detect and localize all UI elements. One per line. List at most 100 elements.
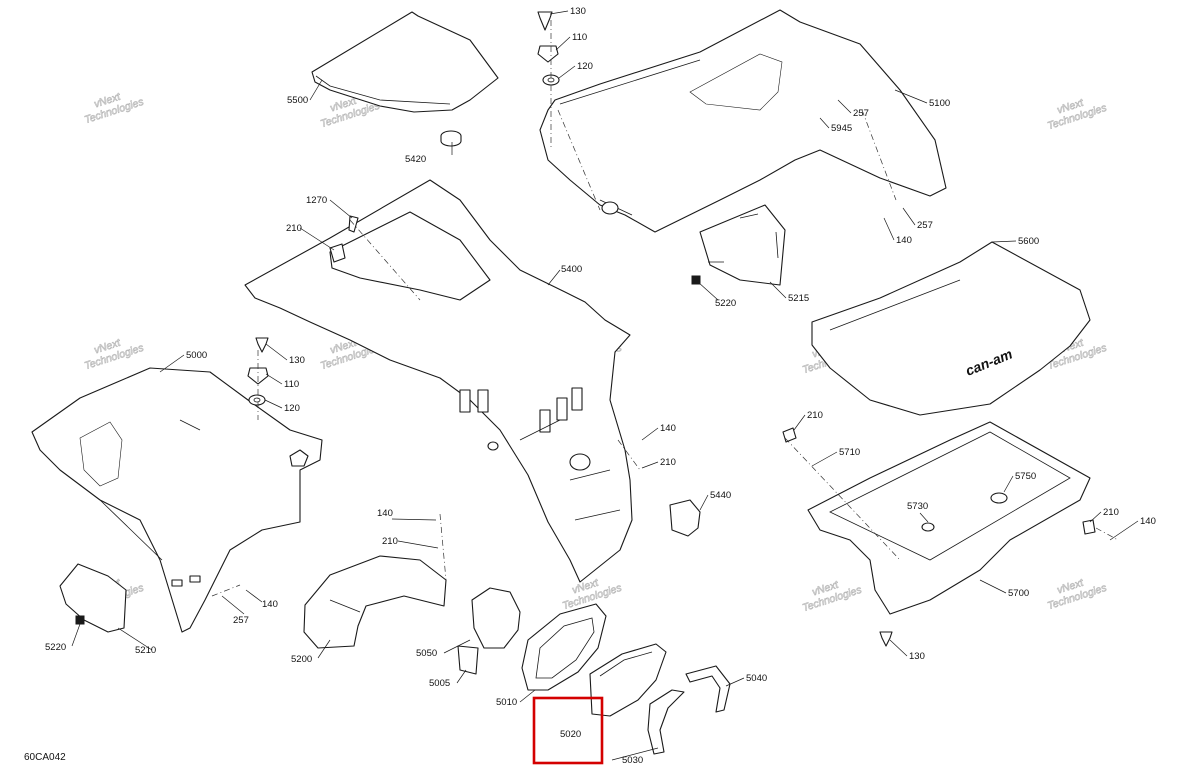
fastener-130-top xyxy=(537,11,553,31)
leader-line xyxy=(919,512,929,523)
leader-line xyxy=(699,494,709,511)
callout-5050: 5050 xyxy=(416,648,437,659)
leader-line xyxy=(902,207,916,226)
callout-210-frame-lower: 210 xyxy=(660,457,676,468)
leader-line xyxy=(547,269,561,286)
callout-210-frame: 210 xyxy=(286,223,302,234)
callout-5400: 5400 xyxy=(561,264,582,275)
alignment-line xyxy=(861,109,897,201)
leader-line xyxy=(456,669,467,684)
callout-1270: 1270 xyxy=(306,195,327,206)
leader-line xyxy=(265,373,283,385)
callout-210-box-right: 210 xyxy=(1103,507,1119,518)
callout-5220-top: 5220 xyxy=(715,298,736,309)
callout-5005: 5005 xyxy=(429,678,450,689)
callout-5010: 5010 xyxy=(496,697,517,708)
callout-5030: 5030 xyxy=(622,755,643,766)
part-5210-shield xyxy=(59,563,127,633)
leader-line xyxy=(611,747,659,761)
callout-5700: 5700 xyxy=(1008,588,1029,599)
callout-5730: 5730 xyxy=(907,501,928,512)
leader-line xyxy=(889,639,908,657)
washer-120-left xyxy=(248,394,266,406)
part-5440-plug xyxy=(669,499,701,537)
callout-labels: 130 110 120 5500 5420 5100 257 5945 257 … xyxy=(45,6,1156,766)
leader-line xyxy=(265,343,288,361)
fastener-130-left xyxy=(255,337,269,353)
leader-line xyxy=(221,595,245,615)
callout-210-box-top: 210 xyxy=(807,410,823,421)
fastener-110-top xyxy=(537,45,559,63)
leader-line xyxy=(641,461,659,469)
leader-line xyxy=(1109,520,1139,541)
alignment-line xyxy=(557,109,601,211)
callout-140-box: 140 xyxy=(1140,516,1156,527)
alignment-line xyxy=(439,513,447,581)
part-5100-panel xyxy=(539,9,947,233)
callout-5215: 5215 xyxy=(788,293,809,304)
leader-line xyxy=(725,677,745,687)
callout-5210: 5210 xyxy=(135,645,156,656)
part-5040-trim xyxy=(685,665,731,713)
leader-line xyxy=(811,451,838,467)
alignment-line xyxy=(1095,527,1119,541)
callout-5000: 5000 xyxy=(186,350,207,361)
callout-110-left: 110 xyxy=(284,379,299,390)
callout-5420: 5420 xyxy=(405,154,426,165)
part-5050-mount xyxy=(471,587,521,649)
callout-130-box: 130 xyxy=(909,651,925,662)
alignment-line xyxy=(784,437,901,561)
callout-140-left: 140 xyxy=(262,599,278,610)
callout-5040: 5040 xyxy=(746,673,767,684)
callout-140-top-right: 140 xyxy=(896,235,912,246)
leader-line xyxy=(71,623,81,647)
leader-line xyxy=(245,589,263,603)
part-5700-storage-box xyxy=(807,421,1091,615)
part-5030-trim xyxy=(647,689,685,755)
callout-5710: 5710 xyxy=(839,447,860,458)
fastener-130-right xyxy=(879,631,893,647)
leader-line xyxy=(1089,511,1102,523)
leader-line xyxy=(391,518,437,521)
leader-line xyxy=(894,89,928,104)
leader-line xyxy=(991,240,1017,243)
leader-line xyxy=(443,639,471,654)
leader-line xyxy=(117,627,153,651)
callout-110: 110 xyxy=(572,32,587,43)
leader-line xyxy=(819,117,830,129)
leader-lines xyxy=(71,10,1139,761)
callout-5100: 5100 xyxy=(929,98,950,109)
part-5600-cover xyxy=(811,241,1091,416)
figure-code: 60CA042 xyxy=(24,752,66,763)
leader-line xyxy=(837,99,852,114)
part-5200-bracket xyxy=(303,555,447,649)
clip-210-right xyxy=(1082,519,1096,535)
leader-line xyxy=(793,414,806,431)
part-5500-panel xyxy=(311,11,499,113)
leader-line xyxy=(883,217,895,241)
callout-5220-left: 5220 xyxy=(45,642,66,653)
leader-line xyxy=(769,281,787,299)
callout-5500: 5500 xyxy=(287,95,308,106)
part-5215-shield xyxy=(699,204,786,286)
callout-5945: 5945 xyxy=(831,123,852,134)
leader-line xyxy=(309,79,323,101)
callout-130-left: 130 xyxy=(289,355,305,366)
leader-line xyxy=(519,689,536,703)
callout-140-frame: 140 xyxy=(660,423,676,434)
part-5400-frame xyxy=(244,179,633,583)
alignment-line xyxy=(617,439,641,471)
callout-257-top: 257 xyxy=(853,108,869,119)
callout-257-right: 257 xyxy=(917,220,933,231)
clip-210-frame xyxy=(329,243,346,263)
leader-line xyxy=(697,281,719,301)
leader-line xyxy=(979,579,1007,594)
callout-5440: 5440 xyxy=(710,490,731,501)
part-5005-bracket xyxy=(457,645,479,675)
